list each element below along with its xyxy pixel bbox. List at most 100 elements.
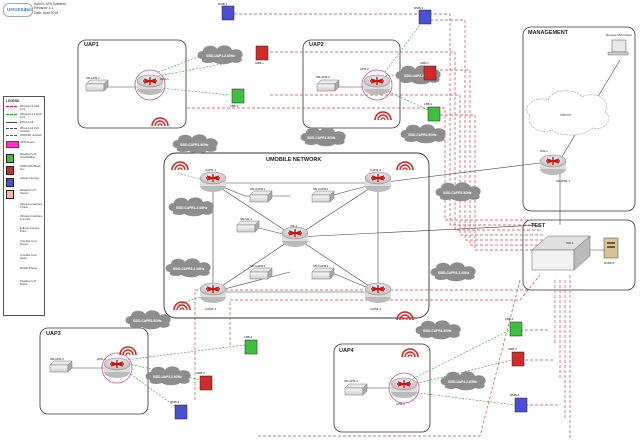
apr3-label: APR-3 bbox=[97, 357, 106, 361]
ssid-capr1-24b-label: SSID-CAPR1-2.4GHz bbox=[176, 206, 208, 210]
ssid-capr2-24-label: SSID-CAPR2-5GHz bbox=[443, 191, 472, 195]
ssid-uap1-label: SSID-UAP1-2.4GHz bbox=[206, 54, 235, 58]
legend-item: Umobile Core Node bbox=[20, 253, 38, 261]
internet-label: Internet bbox=[560, 113, 571, 117]
lbb1-label: LBB-1 bbox=[230, 104, 239, 108]
arb3-label: ARB-3 bbox=[196, 371, 205, 375]
legend-panel: LEGEND Wireless 5 GHz Link Wireless 2.4 … bbox=[3, 96, 45, 316]
rmb3-device bbox=[174, 404, 188, 420]
legend-swatch-vpn bbox=[6, 141, 19, 148]
arb1-device bbox=[255, 45, 269, 61]
logo-sub: Lab bbox=[24, 7, 33, 12]
legend-item: ODROID network bbox=[20, 133, 42, 137]
arb1-label: ARB-1 bbox=[255, 61, 264, 65]
network-title: UMOBILE NETWORK bbox=[266, 157, 322, 163]
mgmt-router bbox=[539, 154, 567, 176]
revision-text: Revision: 1.1 bbox=[34, 6, 54, 11]
arb2-device bbox=[423, 65, 437, 81]
rmb1-device bbox=[221, 5, 235, 21]
date-text: Date: April 2018 bbox=[34, 10, 59, 15]
uap2-zone bbox=[302, 39, 401, 129]
legend-swatch-5ghz bbox=[6, 106, 17, 113]
doc-header: Author: AFA Systems Revision: 1.1 Date: … bbox=[34, 2, 66, 15]
legend-swatch-arb bbox=[6, 166, 14, 175]
legend-swatch-wired-full bbox=[6, 128, 17, 135]
lbb1-device bbox=[231, 88, 245, 104]
lbb3-label: LBB-3 bbox=[244, 335, 253, 339]
apr3-highlight bbox=[101, 352, 133, 384]
ssid-capr3-5-label: SSID-CAPR3-5GHz bbox=[133, 319, 162, 323]
legend-item: Wireless Interface 2.4 GHz bbox=[20, 214, 43, 222]
device-group bbox=[174, 5, 528, 420]
uap4-zone bbox=[333, 343, 431, 433]
dashed-links bbox=[187, 13, 571, 440]
legend-item: Edimax Access Point bbox=[20, 226, 39, 234]
lbb2-label: LBB-2 bbox=[424, 102, 433, 106]
legend-item: Wired Link bbox=[20, 120, 34, 124]
capr2-router bbox=[364, 171, 392, 193]
legend-title: LEGEND bbox=[6, 99, 20, 103]
sbcapr2-label: SB-CAPR2 bbox=[313, 187, 328, 191]
gateway-label: GW-1 bbox=[540, 149, 548, 153]
capr4-router bbox=[364, 282, 392, 304]
uap1-title: UAP1 bbox=[84, 42, 99, 48]
capr4-label: CAPR-4 bbox=[370, 307, 381, 311]
cloud-group bbox=[125, 45, 610, 391]
lbb2-device bbox=[427, 106, 441, 122]
sbapr1-label: SB-APR-1 bbox=[86, 76, 100, 80]
apr2-label: APR-2 bbox=[360, 67, 369, 71]
router-group bbox=[103, 74, 567, 399]
ssid-capr4-5-label: SSID-CAPR4-5GHz bbox=[423, 329, 452, 333]
umobile-logo: UMOBILE Lab bbox=[3, 3, 33, 17]
legend-item: ARDUINO Black box bbox=[20, 164, 41, 172]
capr1-label: CAPR-1 bbox=[205, 168, 216, 172]
author-text: Author: AFA Systems bbox=[34, 2, 66, 6]
legend-item: Arduino Sensor bbox=[20, 176, 40, 180]
capr2-label: CAPR-2 bbox=[370, 168, 381, 172]
management-title: MANAGEMENT bbox=[528, 30, 569, 36]
legend-item: Raspberry Pi Robot bbox=[20, 279, 37, 287]
sbcapr1-label: SB-CAPR1 bbox=[250, 187, 265, 191]
apr4-highlight bbox=[388, 372, 420, 404]
apr2-highlight bbox=[361, 69, 393, 101]
legend-swatch-rmb bbox=[6, 178, 14, 187]
capr1-router bbox=[199, 171, 227, 193]
sbapr4-label: SB-APR-4 bbox=[344, 379, 358, 383]
ssid-uap3-label: SSID-UAP3-2.4GHz bbox=[153, 375, 182, 379]
ssid-capr3-24-label: SSID-CAPR3-2.4GHz bbox=[173, 267, 205, 271]
legend-swatch-24ghz bbox=[6, 114, 17, 121]
uap3-title: UAP3 bbox=[46, 331, 61, 337]
sbcapr4-box bbox=[311, 267, 335, 280]
sbapr3-box bbox=[49, 360, 73, 373]
lbb3-device bbox=[244, 339, 258, 355]
wifi-icon-capr4 bbox=[396, 311, 414, 321]
remote-user-icon bbox=[607, 39, 629, 56]
wifi-icon-capr1 bbox=[171, 161, 189, 171]
sbcr-box bbox=[236, 220, 260, 233]
uap4-title: UAP4 bbox=[339, 348, 354, 354]
wireless24-links bbox=[124, 17, 516, 411]
remote-user-label: Remote VPN Client bbox=[606, 33, 632, 37]
rmb2-device bbox=[418, 9, 432, 25]
sbapr3-label: SB-APR-3 bbox=[50, 357, 64, 361]
lbb4-device bbox=[509, 321, 523, 337]
uap2-title: UAP2 bbox=[309, 42, 324, 48]
ssid-capr1-24-label: SSID-CAPR1-5GHz bbox=[180, 143, 209, 147]
wifi-icon-uap1 bbox=[151, 117, 169, 127]
sbox-group bbox=[49, 79, 368, 396]
wifi-icon-uap2 bbox=[374, 111, 392, 121]
sbcr-label: SB-CR-1 bbox=[240, 217, 252, 221]
wifi-icon-uap4 bbox=[401, 348, 419, 358]
arb3-device bbox=[199, 375, 213, 391]
capr3-router bbox=[199, 282, 227, 304]
legend-item: Umobile Core Router bbox=[20, 239, 38, 247]
sbcapr2-box bbox=[311, 190, 335, 203]
uap1-zone bbox=[77, 39, 187, 129]
ssid-capr2-5-label: SSID-CAPR2-5GHz bbox=[408, 133, 437, 137]
ssid-capr1-5-label: SSID-CAPR1-5GHz bbox=[307, 136, 336, 140]
rmb2-label: RMB-2 bbox=[414, 6, 424, 10]
lbb4-label: LBB-4 bbox=[505, 317, 514, 321]
sbapr2-label: SB-APR-2 bbox=[316, 75, 330, 79]
network-zone bbox=[163, 152, 430, 319]
